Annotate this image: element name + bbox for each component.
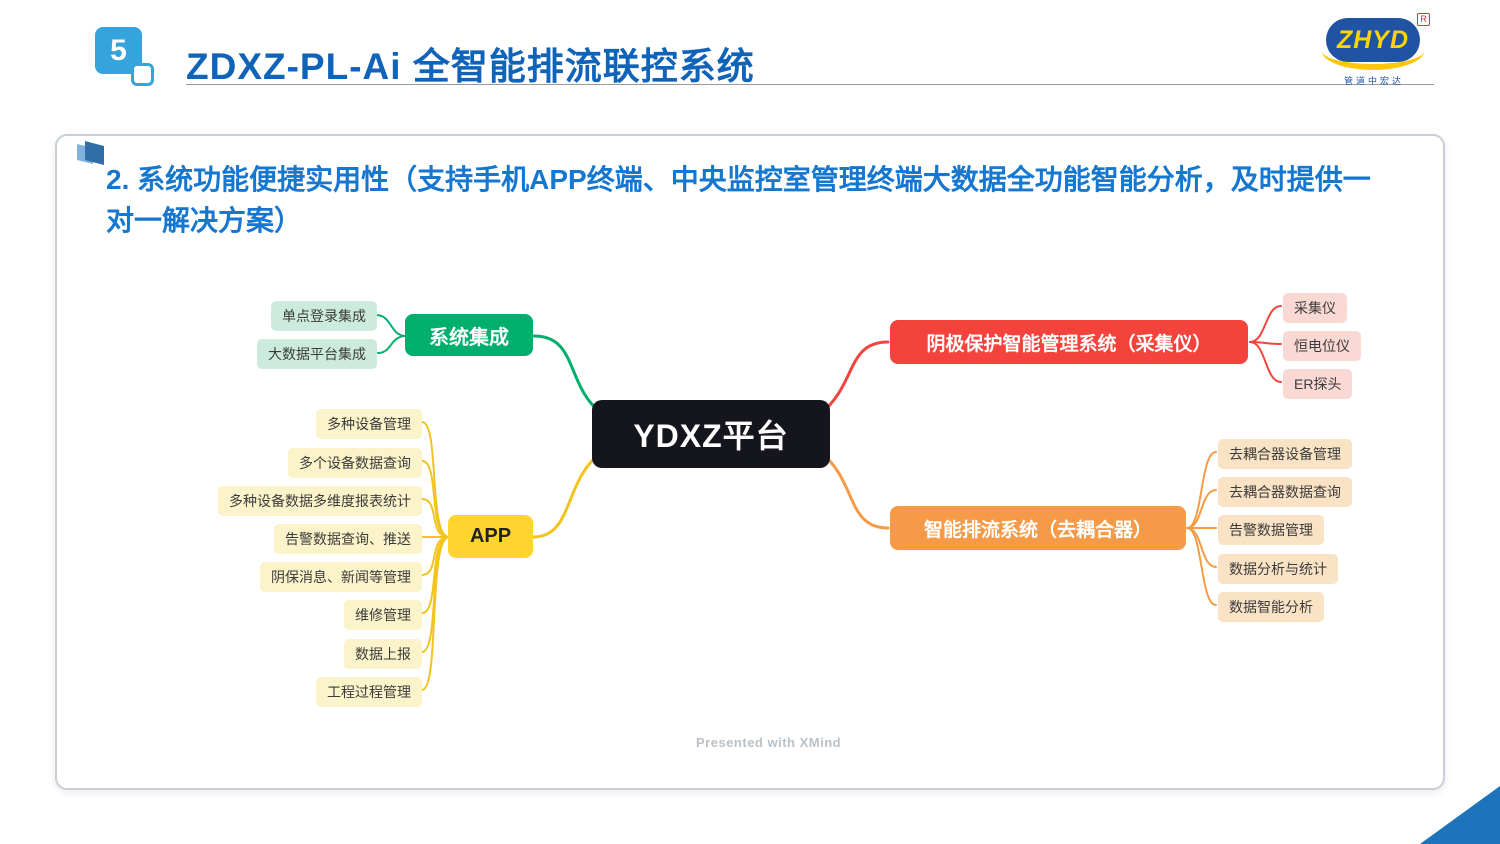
mindmap-child: ER探头 xyxy=(1283,369,1353,399)
mindmap-child: 告警数据查询、推送 xyxy=(274,524,422,554)
slide-title: ZDXZ-PL-Ai 全智能排流联控系统 xyxy=(186,46,755,87)
xmind-watermark: Presented with XMind xyxy=(696,735,842,750)
registered-mark-icon: R xyxy=(1417,13,1430,26)
section-heading-rest: （支持手机APP终端、中央监控室管理终端大数据全功能智能分析，及时提供一对一解决… xyxy=(106,164,1371,236)
mindmap-child: 恒电位仪 xyxy=(1283,331,1361,361)
section-heading: 2. 系统功能便捷实用性（支持手机APP终端、中央监控室管理终端大数据全功能智能… xyxy=(106,160,1398,241)
corner-decoration xyxy=(1420,786,1500,844)
flag-icon xyxy=(74,139,108,178)
mindmap-child: 多种设备管理 xyxy=(316,409,422,439)
mindmap-child: 数据分析与统计 xyxy=(1218,554,1338,584)
logo-subtext: 管道中宏达 xyxy=(1343,76,1404,86)
logo-oval: ZHYD xyxy=(1326,18,1420,62)
mindmap-child: 单点登录集成 xyxy=(271,301,377,331)
section-heading-bold: 2. 系统功能便捷实用性 xyxy=(106,164,390,195)
mindmap-child: 数据上报 xyxy=(344,639,422,669)
mindmap-child: 告警数据管理 xyxy=(1218,515,1324,545)
mindmap-center-node: YDXZ平台 xyxy=(592,400,830,468)
mindmap-child: 采集仪 xyxy=(1283,293,1347,323)
mindmap-child: 数据智能分析 xyxy=(1218,592,1324,622)
flag-shape-dark xyxy=(85,141,104,165)
mindmap-child: 阴保消息、新闻等管理 xyxy=(260,562,422,592)
logo-text: ZHYD xyxy=(1336,25,1410,54)
mindmap-child: 维修管理 xyxy=(344,600,422,630)
company-logo: ZHYD R 管道中宏达 xyxy=(1322,13,1430,88)
badge-decoration xyxy=(131,63,154,86)
branch-topic-drainage-system: 智能排流系统（去耦合器） xyxy=(890,506,1186,550)
page-number: 5 xyxy=(110,33,127,67)
mindmap-child: 工程过程管理 xyxy=(316,677,422,707)
page-number-badge: 5 xyxy=(95,27,142,74)
flag-icon-graphic xyxy=(77,141,104,165)
mindmap-child: 去耦合器数据查询 xyxy=(1218,477,1352,507)
logo-swoosh xyxy=(1322,32,1424,70)
mindmap-child: 多个设备数据查询 xyxy=(288,448,422,478)
mindmap-child: 去耦合器设备管理 xyxy=(1218,439,1352,469)
branch-topic-system-integration: 系统集成 xyxy=(405,314,533,356)
mindmap-child: 多种设备数据多维度报表统计 xyxy=(218,486,422,516)
branch-topic-app: APP xyxy=(448,515,533,558)
mindmap-child: 大数据平台集成 xyxy=(257,339,377,369)
title-divider xyxy=(186,84,1434,85)
branch-topic-cathodic-protection: 阴极保护智能管理系统（采集仪） xyxy=(890,320,1248,364)
